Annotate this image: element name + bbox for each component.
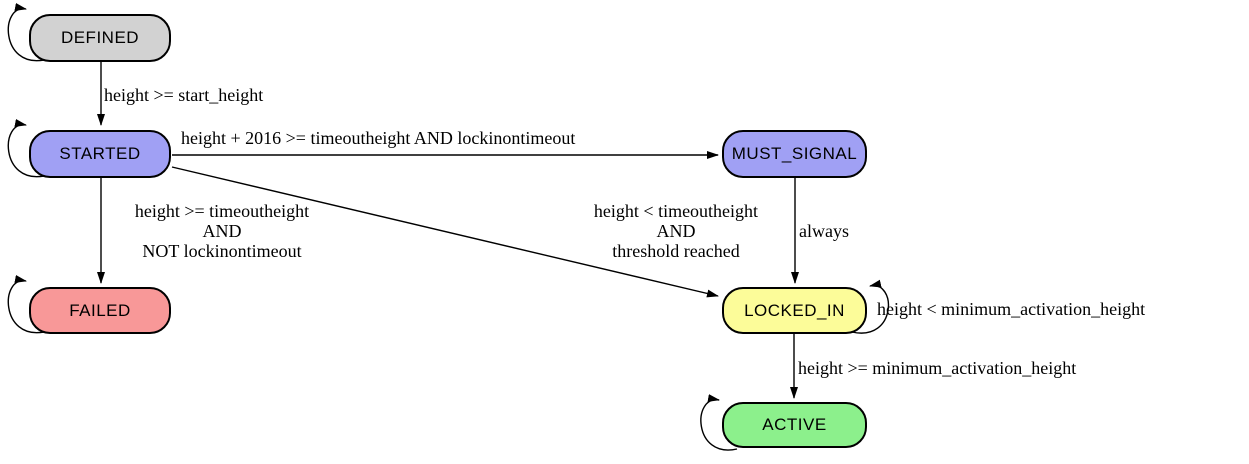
edge-label-defined-to-started: height >= start_height (104, 85, 264, 105)
edge-label-line: height >= timeoutheight (134, 201, 310, 221)
state-label-defined: DEFINED (60, 28, 140, 47)
state-node-active: ACTIVE (722, 402, 867, 448)
state-node-defined: DEFINED (29, 14, 171, 62)
state-label-started: STARTED (59, 144, 141, 163)
state-label-failed: FAILED (69, 300, 131, 320)
edge-label-line: height < timeoutheight (593, 201, 759, 221)
state-node-started: STARTED (29, 130, 171, 178)
self-loop-active (700, 394, 738, 451)
state-label-must-signal: MUST_SIGNAL (731, 144, 858, 163)
edge-label-line: threshold reached (612, 241, 740, 261)
state-node-locked-in: LOCKED_IN (722, 287, 867, 334)
edge-label-line: AND (202, 221, 242, 241)
self-loop-started (7, 119, 45, 178)
edge-label-must-signal-to-locked-in: always (799, 221, 849, 241)
state-node-must-signal: MUST_SIGNAL (722, 130, 867, 178)
edge-label-started-to-must-signal: height + 2016 >= timeoutheight AND locki… (181, 128, 576, 148)
state-label-active: ACTIVE (762, 415, 827, 434)
edge-label-locked-in-self-loop: height < minimum_activation_height (877, 299, 1146, 319)
edge-label-locked-in-to-active: height >= minimum_activation_height (798, 358, 1077, 378)
self-loop-locked-in (851, 279, 890, 334)
self-loop-defined (7, 3, 45, 62)
edge-label-line: AND (656, 221, 696, 241)
edge-label-started-to-failed: height >= timeoutheight AND NOT lockinon… (102, 201, 342, 261)
state-label-locked-in: LOCKED_IN (744, 300, 845, 320)
edge-label-line: NOT lockinontimeout (142, 241, 302, 261)
self-loop-failed (7, 275, 45, 334)
edge-started-to-locked-in (171, 166, 719, 298)
edge-label-started-to-locked-in: height < timeoutheight AND threshold rea… (556, 201, 796, 261)
state-node-failed: FAILED (29, 287, 171, 334)
